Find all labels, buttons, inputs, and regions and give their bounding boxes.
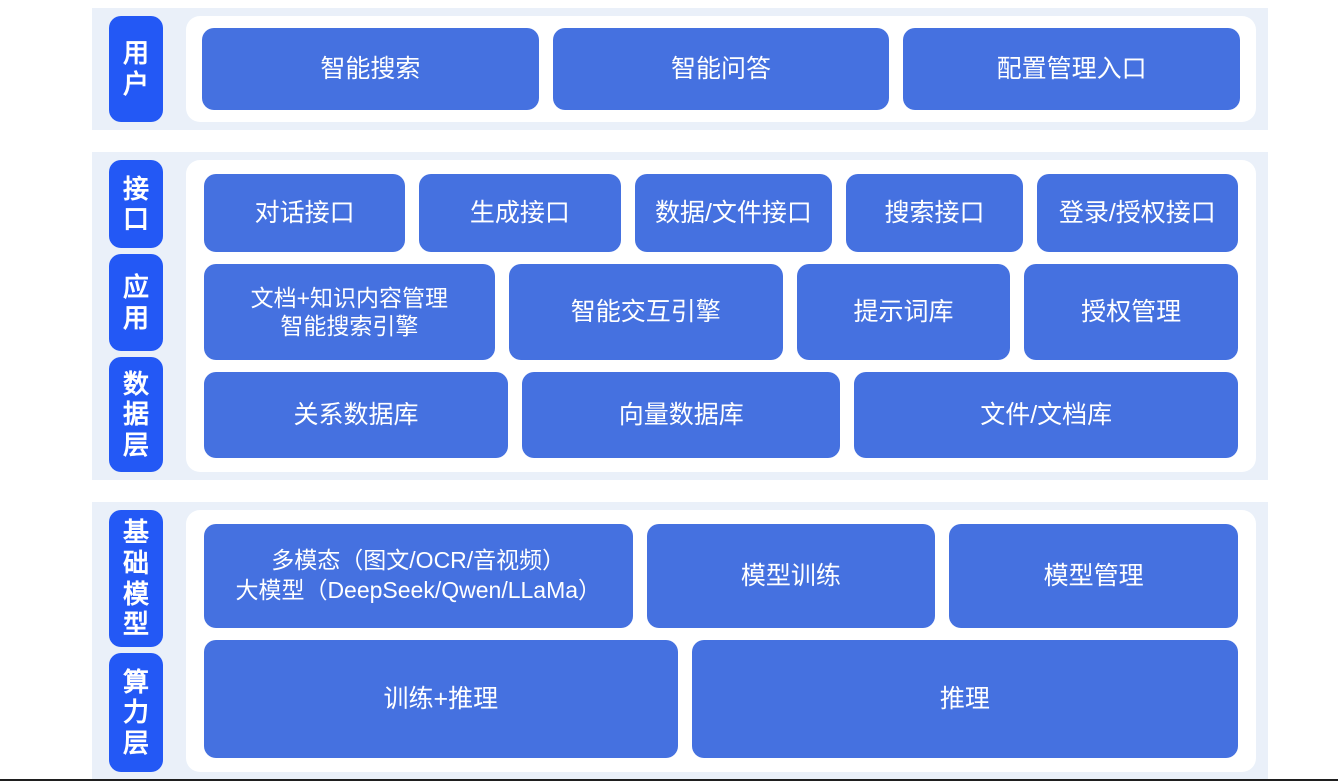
row-user-entries: 智能搜索 智能问答 配置管理入口 [202, 28, 1241, 110]
box-model-management[interactable]: 模型管理 [949, 524, 1238, 628]
box-relational-database[interactable]: 关系数据库 [204, 372, 509, 458]
section-infrastructure: 基础模型 算力层 多模态（图文/OCR/音视频） 大模型（DeepSeek/Qw… [92, 502, 1268, 780]
row-interface: 对话接口 生成接口 数据/文件接口 搜索接口 登录/授权接口 [204, 174, 1238, 252]
box-smart-interaction-engine[interactable]: 智能交互引擎 [508, 264, 783, 360]
layer-label-application[interactable]: 应用 [109, 254, 163, 352]
box-login-auth-api[interactable]: 登录/授权接口 [1036, 174, 1238, 252]
box-doc-knowledge-content-management[interactable]: 文档+知识内容管理 智能搜索引擎 [204, 264, 495, 360]
box-prompt-library[interactable]: 提示词库 [796, 264, 1011, 360]
section-user: 用户 智能搜索 智能问答 配置管理入口 [92, 8, 1268, 130]
row-foundation-model: 多模态（图文/OCR/音视频） 大模型（DeepSeek/Qwen/LLaMa）… [204, 524, 1238, 628]
card-user: 智能搜索 智能问答 配置管理入口 [186, 16, 1256, 122]
layer-label-foundation-model-text: 基础模型 [122, 517, 149, 640]
bottom-divider [0, 779, 1338, 781]
box-file-document-store[interactable]: 文件/文档库 [854, 372, 1238, 458]
layer-label-data-text: 数据层 [122, 368, 149, 461]
layer-label-compute[interactable]: 算力层 [109, 653, 163, 772]
layer-label-compute-text: 算力层 [122, 666, 149, 758]
box-config-management-entry[interactable]: 配置管理入口 [903, 28, 1241, 110]
layer-label-application-text: 应用 [122, 272, 149, 333]
layer-label-interface-text: 接口 [122, 173, 149, 235]
box-training-and-inference[interactable]: 训练+推理 [204, 640, 678, 758]
card-platform: 对话接口 生成接口 数据/文件接口 搜索接口 登录/授权接口 文档+知识内容管理… [186, 160, 1256, 472]
box-inference[interactable]: 推理 [691, 640, 1238, 758]
box-smart-qa[interactable]: 智能问答 [552, 28, 890, 110]
box-model-training[interactable]: 模型训练 [646, 524, 936, 628]
layer-label-interface[interactable]: 接口 [109, 160, 163, 249]
row-data-layer: 关系数据库 向量数据库 文件/文档库 [204, 372, 1238, 458]
box-generation-api[interactable]: 生成接口 [419, 174, 621, 252]
label-column-user: 用户 [92, 8, 180, 130]
box-data-file-api[interactable]: 数据/文件接口 [634, 174, 833, 252]
box-dialog-api[interactable]: 对话接口 [204, 174, 406, 252]
row-application: 文档+知识内容管理 智能搜索引擎 智能交互引擎 提示词库 授权管理 [204, 264, 1238, 360]
box-authorization-management[interactable]: 授权管理 [1024, 264, 1238, 360]
row-compute-layer: 训练+推理 推理 [204, 640, 1238, 758]
label-column-infrastructure: 基础模型 算力层 [92, 502, 180, 780]
layer-label-user[interactable]: 用户 [109, 16, 163, 122]
box-multimodal-large-model[interactable]: 多模态（图文/OCR/音视频） 大模型（DeepSeek/Qwen/LLaMa） [204, 524, 633, 628]
layer-label-foundation-model[interactable]: 基础模型 [109, 510, 163, 648]
section-platform: 接口 应用 数据层 对话接口 生成接口 数据/文件接口 搜索接口 登录/授权接口… [92, 152, 1268, 480]
box-smart-search[interactable]: 智能搜索 [202, 28, 539, 110]
box-vector-database[interactable]: 向量数据库 [522, 372, 841, 458]
box-search-api[interactable]: 搜索接口 [846, 174, 1023, 252]
layer-label-user-text: 用户 [122, 38, 149, 99]
label-column-platform: 接口 应用 数据层 [92, 152, 180, 480]
layer-label-data[interactable]: 数据层 [109, 357, 163, 473]
card-infrastructure: 多模态（图文/OCR/音视频） 大模型（DeepSeek/Qwen/LLaMa）… [186, 510, 1256, 772]
